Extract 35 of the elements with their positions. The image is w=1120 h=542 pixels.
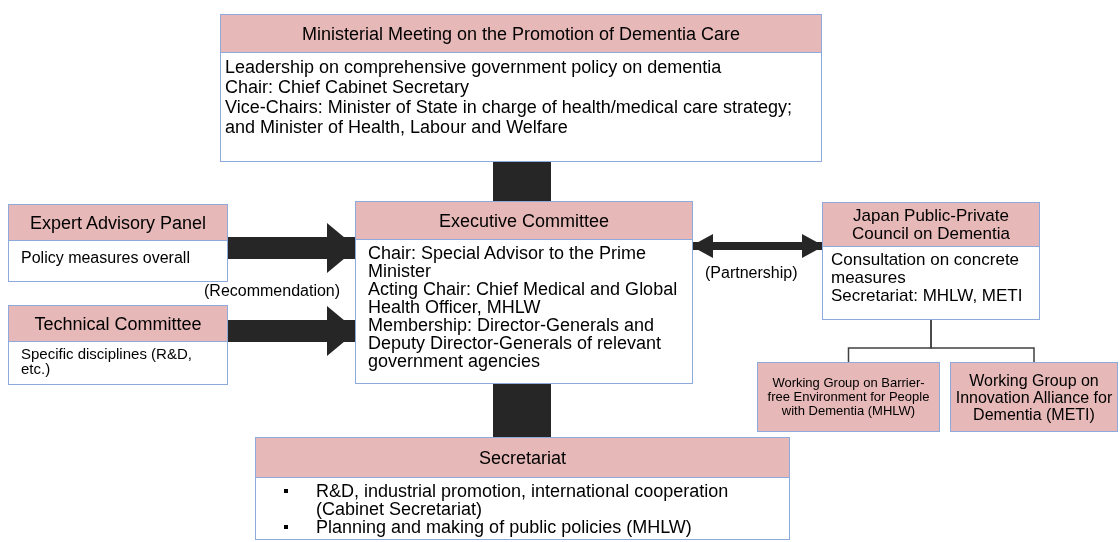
- edge-label: (Recommendation): [204, 282, 341, 300]
- body-text: Chair: Chief Cabinet Secretary: [225, 77, 471, 97]
- working-group-box: [757, 362, 940, 432]
- block-arrow: [228, 306, 357, 356]
- edge-label: (Partnership): [705, 264, 798, 282]
- committee-box: [220, 14, 822, 162]
- box-header: Executive Committee: [356, 202, 692, 240]
- committee-box: [355, 201, 693, 384]
- body-text: Secretariat: MHLW, METI: [831, 287, 1024, 305]
- box-header: Technical Committee: [9, 306, 227, 342]
- connector-bar: [493, 162, 551, 201]
- connector-line: [930, 319, 1035, 363]
- body-text: Acting Chair: Chief Medical and Global Health Officer, MHLW: [368, 280, 679, 316]
- body-text: Leadership on comprehensive government policy on dementia: [225, 57, 723, 77]
- body-text: R&D, industrial promotion, international cooperation (Cabinet Secretariat): [316, 482, 730, 518]
- committee-box: [255, 437, 790, 540]
- box-header: Secretariat: [256, 438, 789, 478]
- body-text: Planning and making of public policies (MHLW): [316, 518, 692, 536]
- node-text: Working Group on Barrier-free Environment for People with Dementia (MHLW): [766, 376, 931, 418]
- body-text: Vice-Chairs: Minister of State in charge of health/medical care strategy; and Minister of Health, Labour and Welfare: [225, 97, 793, 137]
- box-header: Ministerial Meeting on the Promotion of Dementia Care: [221, 15, 821, 53]
- committee-box: [822, 202, 1040, 320]
- box-header: Japan Public-Private Council on Dementia: [823, 203, 1039, 247]
- block-arrow: [228, 223, 357, 273]
- committee-box: [8, 204, 228, 282]
- body-text: Specific disciplines (R&D, etc.): [21, 346, 193, 376]
- body-text: Chair: Special Advisor to the Prime Minister: [368, 244, 648, 280]
- body-text: Policy measures overall: [21, 249, 191, 267]
- body-text: Consultation on concrete measures: [831, 251, 1021, 287]
- box-header: Expert Advisory Panel: [9, 205, 227, 241]
- committee-box: [8, 305, 228, 385]
- body-text: Membership: Director-Generals and Deputy Director-Generals of relevant government agencies: [368, 316, 663, 370]
- working-group-box: [950, 362, 1118, 432]
- connector-bar: [493, 384, 551, 437]
- node-text: Working Group on Innovation Alliance for Dementia (METI): [955, 371, 1113, 423]
